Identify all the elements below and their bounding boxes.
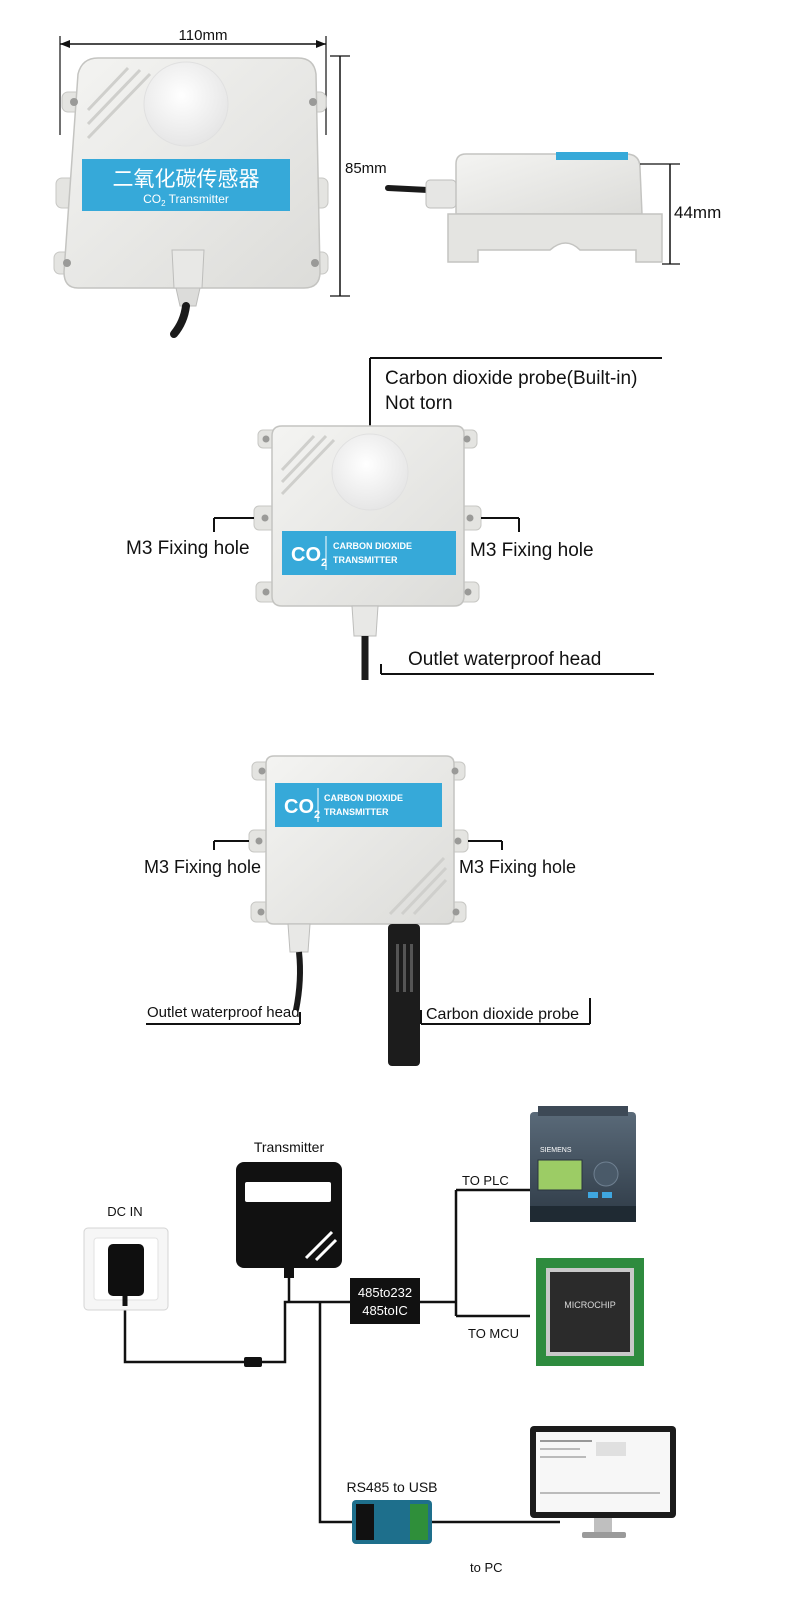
plc-brand: SIEMENS [540, 1147, 572, 1154]
pc-monitor [530, 1426, 676, 1538]
dc-power-outlet: DC IN [83, 1204, 169, 1311]
side-housing: 44mm [385, 152, 721, 265]
mcu-chip: MICROCHIP [536, 1258, 644, 1366]
width-dimension: 110mm [59, 27, 327, 135]
external-outlet-label: Outlet waterproof head [147, 1004, 300, 1021]
external-probe-label: Carbon dioxide probe [426, 1006, 579, 1023]
builtin-right-hole-label: M3 Fixing hole [470, 540, 594, 561]
converter-box: 485to232 485toIC [350, 1278, 420, 1324]
device-builtin: CO2 CARBON DIOXIDE TRANSMITTER [253, 425, 482, 680]
external-badge-line1: CARBON DIOXIDE [324, 793, 403, 803]
mcu-brand: MICROCHIP [564, 1300, 616, 1310]
builtin-probe-section: Carbon dioxide probe(Built-in) Not torn … [126, 357, 662, 680]
depth-label: 44mm [674, 203, 721, 222]
external-probe-section: CO2 CARBON DIOXIDE TRANSMITTER M3 Fixing… [144, 755, 591, 1066]
dc-plug [244, 1357, 262, 1367]
builtin-badge-line2: TRANSMITTER [333, 555, 398, 565]
to-mcu-label: TO MCU [468, 1326, 519, 1341]
converter-line1: 485to232 [358, 1285, 412, 1300]
external-badge-co: CO2 [284, 796, 320, 821]
height-label: 85mm [345, 160, 387, 177]
transmitter-label: Transmitter [254, 1139, 325, 1155]
external-badge-line2: TRANSMITTER [324, 807, 389, 817]
builtin-badge-co: CO2 [291, 544, 327, 569]
probe-label-line2: Not torn [385, 393, 453, 414]
co2-transmitter-text: CO2 Transmitter [143, 192, 229, 208]
probe-label-line1: Carbon dioxide probe(Built-in) [385, 368, 637, 389]
to-pc-label: to PC [470, 1560, 503, 1575]
to-plc-label: TO PLC [462, 1173, 509, 1188]
builtin-outlet-label: Outlet waterproof head [408, 649, 601, 670]
front-label-badge [82, 159, 290, 211]
plc-device: SIEMENS [530, 1106, 636, 1222]
builtin-left-hole-label: M3 Fixing hole [126, 538, 250, 559]
dc-in-label: DC IN [107, 1204, 142, 1219]
external-right-hole-label: M3 Fixing hole [459, 857, 576, 877]
chinese-title: 二氧化碳传感器 [113, 167, 260, 191]
wiring-diagram: DC IN Transmitter 485to232 485toIC TO PL… [83, 1106, 676, 1575]
height-dimension: 85mm [330, 55, 387, 297]
front-housing: 二氧化碳传感器 CO2 Transmitter [53, 57, 329, 338]
external-left-hole-label: M3 Fixing hole [144, 857, 261, 877]
dimension-section: 110mm 85mm 二氧化碳传感器 [53, 27, 721, 338]
device-external: CO2 CARBON DIOXIDE TRANSMITTER [248, 755, 469, 1066]
converter-line2: 485toIC [362, 1303, 408, 1318]
builtin-badge [282, 531, 456, 575]
wires [123, 1188, 560, 1524]
rs485-usb-converter: RS485 to USB [346, 1479, 438, 1544]
transmitter-icon: Transmitter [236, 1139, 342, 1278]
rs485-usb-label: RS485 to USB [346, 1479, 437, 1495]
width-label: 110mm [179, 27, 228, 44]
external-badge [275, 783, 442, 827]
builtin-badge-line1: CARBON DIOXIDE [333, 541, 412, 551]
